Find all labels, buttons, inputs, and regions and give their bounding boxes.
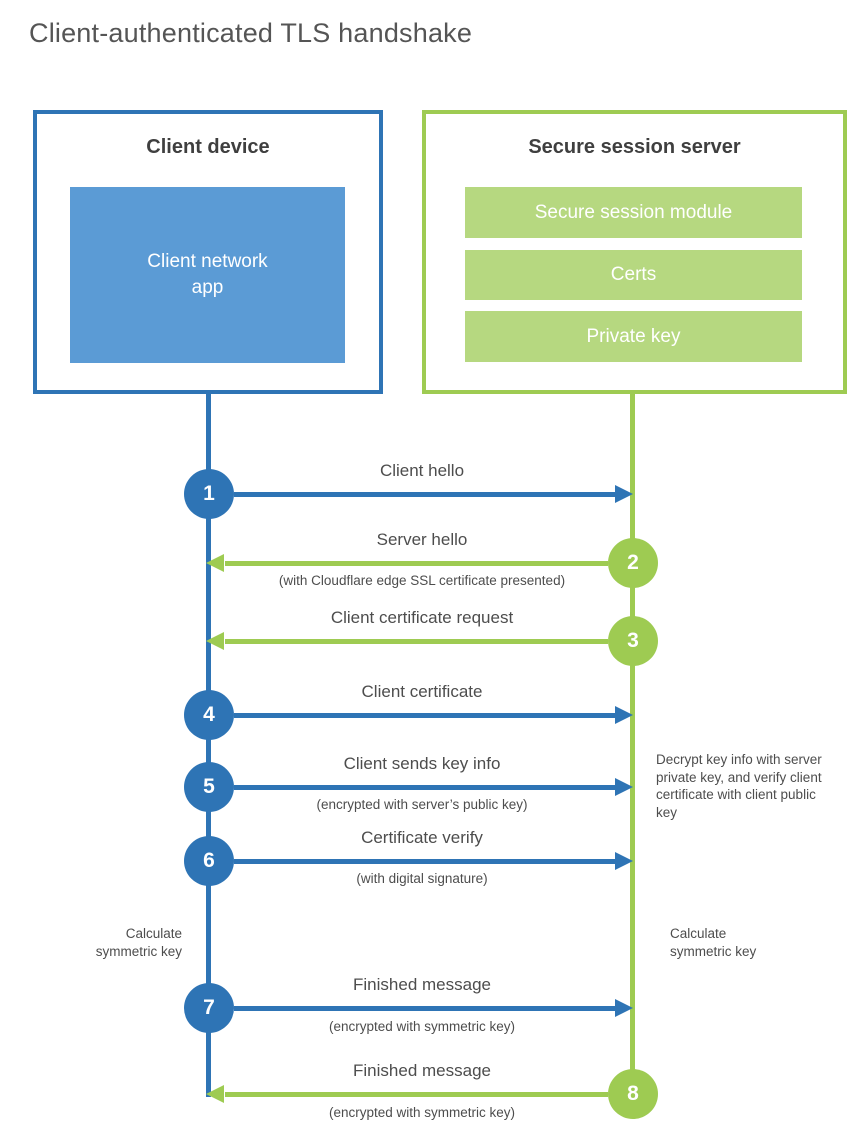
step-label: Client sends key info — [343, 754, 501, 773]
step-sublabel: (with Cloudflare edge SSL certificate pr… — [278, 573, 566, 588]
page-title: Client-authenticated TLS handshake — [29, 18, 473, 48]
step-circle: 4 — [184, 690, 234, 740]
step-label: Client certificate request — [330, 608, 514, 627]
step-label: Finished message — [353, 1061, 491, 1080]
step-arrow — [225, 639, 608, 644]
step-sublabel: (encrypted with server’s public key) — [316, 797, 528, 812]
step-label: Client certificate — [361, 682, 483, 701]
decrypt-key-info-note: Decrypt key info with server private key… — [656, 752, 822, 820]
step-circle: 7 — [184, 983, 234, 1033]
step-circle: 3 — [608, 616, 658, 666]
step-arrow — [234, 492, 615, 497]
step-arrow — [225, 1092, 608, 1097]
step-arrow — [225, 561, 608, 566]
step-label: Client hello — [379, 461, 465, 480]
client-network-app-box: Client network app — [70, 187, 345, 363]
arrow-left-icon — [206, 632, 224, 650]
private-key-bar: Private key — [465, 311, 802, 362]
step-label: Certificate verify — [361, 828, 483, 847]
step-arrow — [234, 785, 615, 790]
arrow-left-icon — [206, 1085, 224, 1103]
arrow-right-icon — [615, 999, 633, 1017]
calculate-symmetric-key-server: Calculate symmetric key — [670, 926, 757, 959]
step-circle: 1 — [184, 469, 234, 519]
step-circle: 8 — [608, 1069, 658, 1119]
arrow-right-icon — [615, 485, 633, 503]
client-device-title: Client device — [146, 136, 270, 158]
step-sublabel: (encrypted with symmetric key) — [328, 1105, 516, 1120]
step-sublabel: (with digital signature) — [356, 871, 488, 886]
certs-bar: Certs — [465, 250, 802, 300]
client-lifeline — [206, 393, 211, 1097]
step-circle: 2 — [608, 538, 658, 588]
step-label: Finished message — [353, 975, 491, 994]
arrow-right-icon — [615, 778, 633, 796]
secure-session-server-title: Secure session server — [528, 136, 741, 158]
step-circle: 5 — [184, 762, 234, 812]
calculate-symmetric-key-client: Calculate symmetric key — [95, 926, 182, 959]
secure-session-module-bar: Secure session module — [465, 187, 802, 238]
arrow-left-icon — [206, 554, 224, 572]
arrow-right-icon — [615, 852, 633, 870]
arrow-right-icon — [615, 706, 633, 724]
step-arrow — [234, 713, 615, 718]
server-lifeline — [630, 393, 635, 1094]
step-arrow — [234, 859, 615, 864]
step-label: Server hello — [376, 530, 468, 549]
step-arrow — [234, 1006, 615, 1011]
step-circle: 6 — [184, 836, 234, 886]
step-sublabel: (encrypted with symmetric key) — [328, 1019, 516, 1034]
